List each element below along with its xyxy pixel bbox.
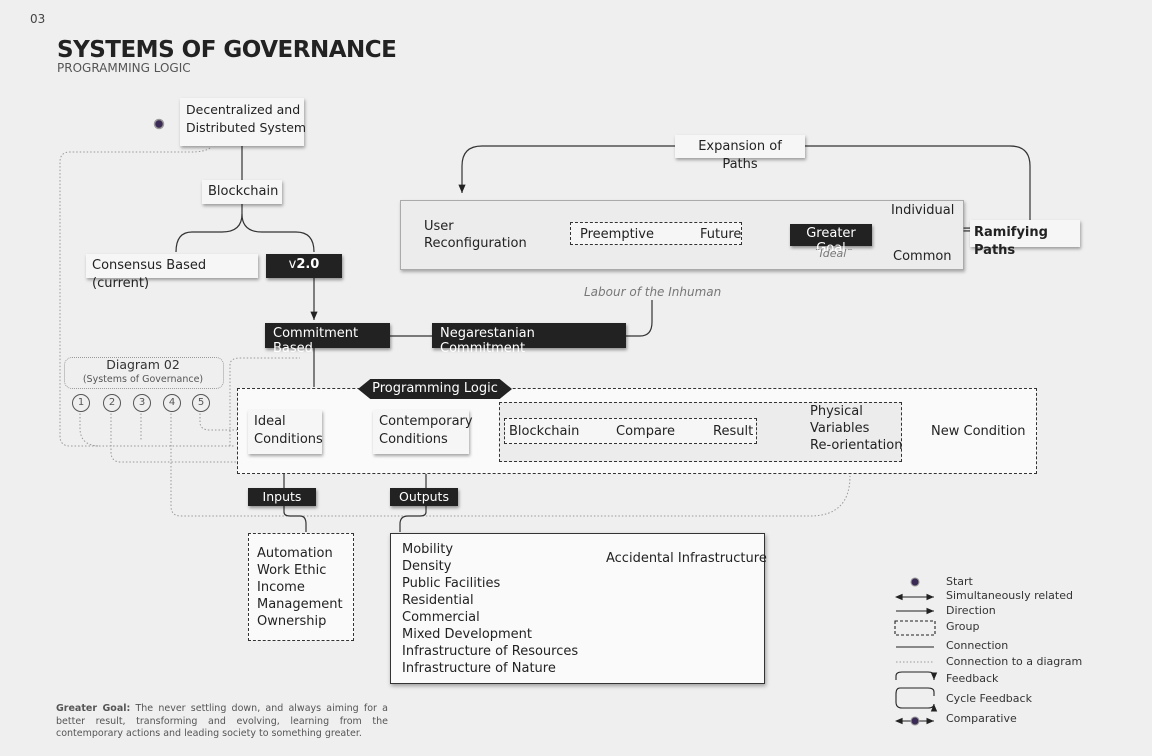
v2-node: v2.0 bbox=[266, 254, 342, 278]
outputs-node: Outputs bbox=[390, 488, 458, 506]
list-item: Infrastructure of Nature bbox=[402, 661, 556, 676]
legend-group: Group bbox=[946, 620, 980, 633]
footnote-label: Greater Goal: bbox=[56, 703, 131, 714]
footnote: Greater Goal: The never settling down, a… bbox=[56, 703, 388, 741]
legend-direction: Direction bbox=[946, 604, 996, 617]
programming-logic-label: Programming Logic bbox=[358, 379, 512, 399]
future-label: Future bbox=[700, 227, 742, 242]
compare-label: Compare bbox=[616, 424, 675, 439]
list-item: Management bbox=[257, 597, 343, 612]
preemptive-future-group bbox=[570, 222, 742, 245]
ideal-label: ¨Ideal¨ bbox=[814, 247, 852, 260]
equals-sign: = bbox=[962, 222, 974, 238]
list-item: Public Facilities bbox=[402, 576, 501, 591]
expansion-of-paths-node: Expansion of Paths bbox=[675, 135, 805, 172]
legend-connection-diagram: Connection to a diagram bbox=[946, 655, 1083, 668]
diagram-reference-title: Diagram 02 bbox=[106, 357, 180, 372]
diagram-link-2[interactable]: 2 bbox=[103, 394, 121, 412]
diagram-link-4[interactable]: 4 bbox=[163, 394, 181, 412]
inputs-list: Automation Work Ethic Income Management … bbox=[257, 545, 353, 630]
list-item: Automation bbox=[257, 546, 333, 561]
contemporary-conditions-node: Contemporary Conditions bbox=[373, 410, 473, 454]
pl-blockchain-label: Blockchain bbox=[509, 424, 580, 439]
user-reconfiguration-label: User Reconfiguration bbox=[424, 219, 527, 251]
negarestanian-commitment-node: Negarestanian Commitment bbox=[432, 323, 626, 356]
blockchain-compare-group bbox=[504, 418, 757, 444]
page-number: 03 bbox=[30, 12, 46, 26]
preemptive-label: Preemptive bbox=[580, 227, 654, 242]
v2-prefix: v bbox=[288, 257, 297, 272]
commitment-based-node: Commitment Based bbox=[265, 323, 390, 356]
greater-goal-node: Greater Goal bbox=[790, 224, 872, 256]
list-item: Ownership bbox=[257, 614, 327, 629]
blockchain-node: Blockchain bbox=[202, 180, 282, 204]
inputs-node: Inputs bbox=[248, 488, 316, 506]
decentralized-system-node: Decentralized and Distributed System bbox=[180, 98, 306, 146]
diagram-reference-box[interactable] bbox=[64, 357, 224, 389]
list-item: Mixed Development bbox=[402, 627, 533, 642]
list-item: Mobility bbox=[402, 542, 454, 557]
outputs-list: Mobility Density Public Facilities Resid… bbox=[402, 541, 764, 677]
consensus-based-node: Consensus Based (current) bbox=[86, 254, 258, 291]
page-title: SYSTEMS OF GOVERNANCE bbox=[57, 37, 397, 63]
accidental-infrastructure-label: Accidental Infrastructure bbox=[606, 551, 767, 566]
diagram-link-5[interactable]: 5 bbox=[192, 394, 210, 412]
diagram-link-3[interactable]: 3 bbox=[133, 394, 151, 412]
page-subtitle: PROGRAMMING LOGIC bbox=[57, 61, 191, 75]
legend-comparative: Comparative bbox=[946, 712, 1017, 725]
new-condition-label: New Condition bbox=[931, 424, 1026, 439]
labour-of-inhuman-label: Labour of the Inhuman bbox=[584, 285, 722, 299]
ramifying-paths-node: Ramifying Paths bbox=[970, 220, 1080, 258]
diagram-link-1[interactable]: 1 bbox=[72, 394, 90, 412]
list-item: Infrastructure of Resources bbox=[402, 644, 579, 659]
list-item: Work Ethic bbox=[257, 563, 327, 578]
diagram-reference-subtitle: (Systems of Governance) bbox=[82, 374, 204, 385]
list-item: Density bbox=[402, 559, 452, 574]
list-item: Income bbox=[257, 580, 305, 595]
list-item: Commercial bbox=[402, 610, 480, 625]
list-item: Residential bbox=[402, 593, 474, 608]
legend-cycle-feedback: Cycle Feedback bbox=[946, 692, 1032, 705]
common-label: Common bbox=[893, 249, 952, 264]
individual-label: Individual bbox=[891, 203, 955, 218]
legend-simultaneous: Simultaneously related bbox=[946, 589, 1073, 602]
legend-connection: Connection bbox=[946, 639, 1009, 652]
ideal-conditions-node: Ideal Conditions bbox=[248, 410, 323, 454]
v2-version: 2.0 bbox=[296, 257, 320, 272]
legend-feedback: Feedback bbox=[946, 672, 999, 685]
result-label: Result bbox=[713, 424, 754, 439]
outputs-list-box: Mobility Density Public Facilities Resid… bbox=[390, 533, 765, 684]
footnote-text: The never settling down, and always aimi… bbox=[56, 703, 388, 739]
legend-start: Start bbox=[946, 575, 973, 588]
inputs-list-box: Automation Work Ethic Income Management … bbox=[248, 533, 354, 641]
physical-variables-label: Physical Variables Re-orientation bbox=[810, 404, 903, 453]
